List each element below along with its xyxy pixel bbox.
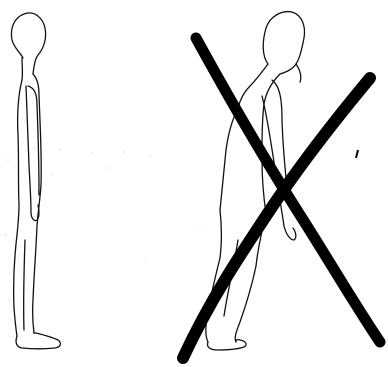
cross-out-mark <box>183 38 380 358</box>
upright-front <box>17 80 22 235</box>
upright-head <box>11 13 45 74</box>
cross-stroke-2 <box>183 78 370 358</box>
upright-leg-back <box>33 226 37 333</box>
upright-figure <box>11 13 60 349</box>
stooped-foot <box>207 340 246 350</box>
stooped-leg-back <box>235 266 256 342</box>
stooped-head <box>263 12 304 74</box>
upright-foot <box>16 333 60 349</box>
stooped-chest <box>220 108 238 210</box>
stray-mark <box>356 150 358 158</box>
upright-back <box>33 74 41 226</box>
upright-leg-front <box>14 235 17 336</box>
